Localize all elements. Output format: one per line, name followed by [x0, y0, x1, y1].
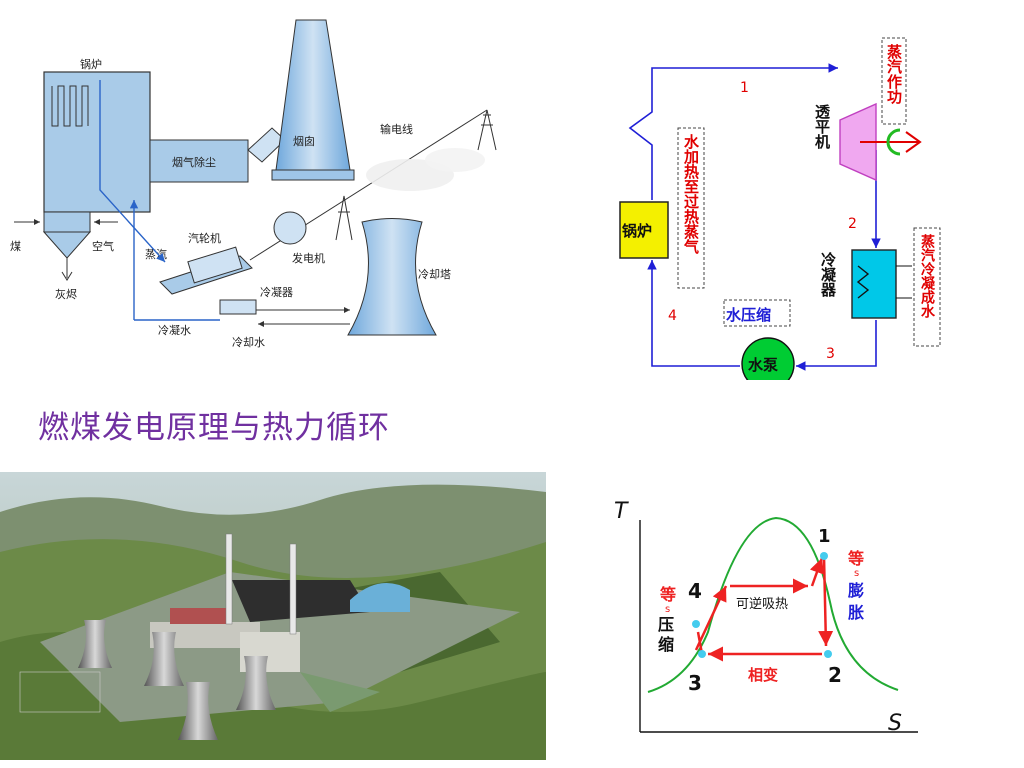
ts-point-1: 1 — [818, 526, 831, 547]
axis-s-label: S — [888, 711, 902, 736]
cycle-point-2: 2 — [848, 216, 857, 232]
boiler-unit — [42, 71, 151, 281]
label-steam-work: 蒸汽作功 — [885, 43, 903, 105]
label-iso-expand-1: 等 — [847, 549, 864, 568]
ts-point-marker-2 — [824, 650, 832, 658]
ts-point-marker-3 — [698, 650, 706, 658]
cooling-tower — [347, 218, 437, 336]
ts-diagram: T S 1 2 3 4 可逆吸热 相变 等 s 压 缩 等 s 膨 胀 — [614, 499, 918, 736]
label-iso-expand-s: s — [854, 568, 859, 579]
saturation-curve — [647, 516, 899, 693]
cooling-tower-3 — [236, 656, 276, 710]
label-ash: 灰烬 — [55, 287, 77, 301]
boiler-box — [619, 201, 669, 259]
label-cooling-tower: 冷却塔 — [418, 268, 451, 281]
ts-point-marker-4 — [692, 620, 700, 628]
label-iso-expand-3: 胀 — [848, 603, 864, 622]
cooling-tower-1 — [78, 620, 112, 668]
turbine-unit — [159, 211, 307, 295]
label-boiler: 锅炉 — [80, 58, 102, 71]
page-title: 燃煤发电原理与热力循环 — [38, 410, 390, 446]
label-generator: 发电机 — [292, 251, 325, 265]
ts-point-marker-1 — [820, 552, 828, 560]
condenser-box — [851, 249, 897, 319]
label-iso-compress-s: s — [665, 604, 670, 615]
ts-point-2: 2 — [828, 663, 842, 687]
label-chimney: 烟囱 — [293, 134, 315, 148]
pump-icon — [741, 337, 795, 380]
ts-point-3: 3 — [688, 671, 702, 695]
label-iso-compress-1: 等 — [659, 585, 676, 604]
cooling-tower-4 — [178, 682, 218, 740]
condenser-box — [219, 299, 257, 315]
transmission-tower-icon — [477, 109, 497, 151]
turbine-icon — [839, 102, 877, 182]
cooling-tower-2 — [144, 632, 184, 686]
cycle-point-3: 3 — [826, 346, 835, 362]
label-iso-expand-2: 膨 — [848, 581, 864, 600]
label-coal: 煤 — [10, 240, 21, 253]
label-reversible-heat: 可逆吸热 — [736, 596, 788, 612]
power-plant-schematic: 锅炉 煤 空气 灰烬 烟气除尘 烟囱 输电线 汽轮机 蒸汽 发电机 冷凝器 冷却… — [10, 19, 497, 349]
label-iso-compress-3: 缩 — [658, 635, 674, 654]
label-condensed-water: 冷凝水 — [158, 323, 191, 337]
label-pump: 水泵 — [748, 356, 778, 374]
label-water-heating: 水加热至过热蒸气 — [682, 133, 700, 255]
label-water-compress: 水压缩 — [726, 306, 771, 324]
dust-removal-box — [149, 139, 249, 183]
cycle-point-1: 1 — [740, 80, 749, 96]
label-condenser: 冷凝器 — [260, 285, 293, 299]
label-air: 空气 — [92, 239, 114, 253]
label-turbine: 透平机 — [813, 104, 831, 150]
label-iso-compress-2: 压 — [658, 615, 674, 634]
ts-point-4: 4 — [688, 579, 702, 603]
cycle-point-4: 4 — [668, 308, 677, 324]
power-plant-photo — [0, 472, 546, 760]
label-condenser: 冷凝器 — [819, 251, 837, 298]
axis-t-label: T — [614, 499, 629, 524]
label-steam: 蒸汽 — [145, 247, 167, 261]
label-cooling-water: 冷却水 — [232, 336, 265, 349]
label-transmission-line: 输电线 — [380, 122, 413, 136]
label-phase-change: 相变 — [748, 666, 778, 684]
coal-shed — [350, 582, 410, 612]
rankine-cycle-diagram: 1 2 3 4 锅炉 水加热至过热蒸气 透平机 蒸汽作功 冷凝器 蒸汽冷凝成水 … — [619, 37, 941, 380]
label-boiler: 锅炉 — [622, 222, 652, 240]
label-steam-condense: 蒸汽冷凝成水 — [919, 233, 935, 319]
label-turbine: 汽轮机 — [188, 231, 221, 245]
label-dust-removal: 烟气除尘 — [172, 155, 216, 169]
